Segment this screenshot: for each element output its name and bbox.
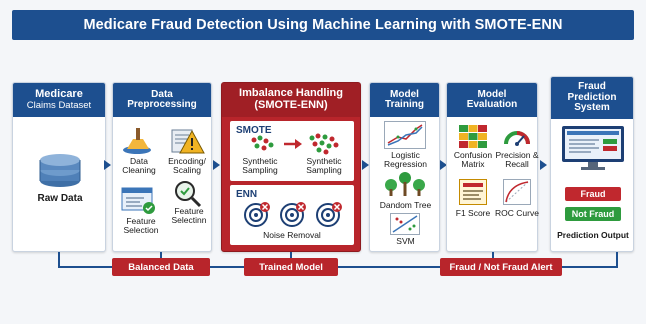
raw-data-label: Raw Data: [37, 193, 83, 204]
stage-evaluation-header: Model Evaluation: [447, 83, 537, 117]
stage-training-title-line2: Training: [385, 99, 424, 110]
target-icon: [316, 202, 342, 227]
precision-recall-label: Precision & Recall: [495, 150, 539, 170]
monitor-icon: [562, 126, 624, 170]
stage-imbalance-title-line2: (SMOTE-ENN): [254, 99, 328, 111]
report-icon: [459, 179, 487, 205]
stage-dataset-title: Medicare: [35, 88, 83, 101]
data-cleaning-label: Data Cleaning: [122, 156, 156, 176]
smote-panel: SMOTE Synthetic Sampling Synthetic Sampl…: [230, 121, 354, 181]
svm-chart-icon: [390, 213, 420, 235]
stage-evaluation-title-line2: Evaluation: [466, 99, 518, 110]
roc-curve-label: ROC Curve: [495, 208, 539, 218]
arrow-icon: [362, 160, 369, 170]
stage-preprocessing-title-line1: Data: [151, 88, 173, 100]
stage-training-header: Model Training: [370, 83, 439, 117]
fraud-badge: Fraud: [565, 187, 621, 201]
noise-removal-label: Noise Removal: [263, 230, 321, 240]
smote-right-label: Synthetic Sampling: [306, 156, 342, 176]
stage-preprocessing-header: Data Preprocessing: [113, 83, 211, 117]
stage-dataset-header: Medicare Claims Dataset: [13, 83, 105, 117]
matrix-icon: [459, 125, 487, 148]
stage-prediction-title-line3: System: [574, 102, 610, 114]
stage-imbalance: Imbalance Handling (SMOTE-ENN) SMOTE Syn…: [221, 82, 361, 252]
scatter-icon: [251, 135, 274, 151]
feature-selectinn-label: Feature Selectinn: [171, 206, 207, 226]
stage-training-title-line1: Model: [390, 88, 419, 100]
alert-badge: Fraud / Not Fraud Alert: [440, 258, 562, 276]
scatter-icon: [309, 133, 339, 155]
stage-prediction-title-line2: Prediction: [567, 91, 617, 103]
target-icon: [280, 202, 306, 227]
stage-evaluation-title-line1: Model: [477, 88, 507, 100]
smote-title: SMOTE: [236, 125, 272, 136]
arrow-right-icon: [284, 139, 302, 149]
stage-imbalance-header: Imbalance Handling (SMOTE-ENN): [222, 83, 360, 117]
stage-prediction-title-line1: Fraud: [578, 81, 606, 93]
f1-score-label: F1 Score: [455, 208, 491, 218]
line-chart-icon: [384, 121, 426, 149]
roc-curve-icon: [503, 179, 531, 205]
encoding-scaling-label: Encoding/ Scaling: [168, 156, 206, 176]
tree-icon: [385, 172, 425, 196]
flow-line: [616, 252, 618, 268]
stage-dataset: Medicare Claims Dataset Raw Data: [12, 82, 106, 252]
title-banner: Medicare Fraud Detection Using Machine L…: [12, 10, 634, 40]
stage-imbalance-title-line1: Imbalance Handling: [239, 87, 343, 100]
confusion-matrix-label: Confusion Matrix: [453, 150, 493, 170]
flow-line: [58, 266, 618, 268]
magnifier-icon: [175, 181, 202, 208]
warning-icon: [171, 129, 205, 154]
flow-line: [58, 252, 60, 268]
not-fraud-badge: Not Fraud: [565, 207, 621, 221]
balanced-data-badge: Balanced Data: [112, 258, 210, 276]
stage-dataset-subtitle: Claims Dataset: [26, 99, 92, 111]
arrow-icon: [104, 160, 111, 170]
broom-icon: [123, 128, 151, 154]
arrow-icon: [540, 160, 547, 170]
gauge-icon: [504, 131, 530, 146]
enn-title: ENN: [236, 189, 258, 200]
stage-evaluation: Model Evaluation Confusion Matrix Precis…: [446, 82, 539, 252]
arrow-icon: [440, 160, 447, 170]
stage-prediction-header: Fraud Prediction System: [551, 77, 633, 119]
enn-panel: ENN Noise Removal: [230, 185, 354, 245]
trained-model-badge: Trained Model: [244, 258, 338, 276]
stage-prediction: Fraud Prediction System Fraud Not Fraud …: [550, 76, 634, 252]
logistic-regression-label: Logistic Regression: [384, 150, 427, 170]
feature-selection-label: Feature Selection: [123, 216, 159, 236]
checklist-icon: [121, 187, 155, 214]
flow-line: [160, 252, 162, 258]
stage-preprocessing-title-line2: Preprocessing: [127, 99, 197, 110]
stage-preprocessing: Data Preprocessing Data Cleaning Encodin…: [112, 82, 212, 252]
flow-line: [492, 252, 494, 258]
svm-label: SVM: [396, 236, 415, 246]
page-title: Medicare Fraud Detection Using Machine L…: [83, 17, 563, 33]
flow-line: [290, 252, 292, 258]
dandom-tree-label: Dandom Tree: [379, 200, 432, 210]
prediction-output-label: Prediction Output: [557, 230, 629, 240]
smote-left-label: Synthetic Sampling: [242, 156, 278, 176]
database-icon: [39, 154, 81, 187]
stage-training: Model Training Logistic Regression Dando…: [369, 82, 440, 252]
target-icon: [244, 202, 270, 227]
arrow-icon: [213, 160, 220, 170]
